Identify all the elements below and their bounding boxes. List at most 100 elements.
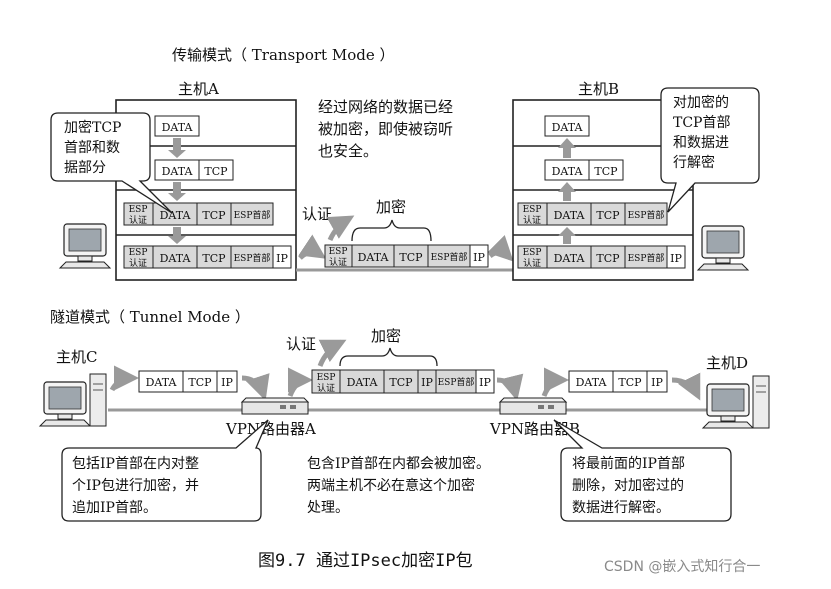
tunnel-auth-arrow <box>317 339 347 367</box>
host-b-row2-tcp <box>588 159 624 181</box>
host-b-row4-esp-header-label: ESP首部 <box>628 252 665 264</box>
host-b-row1-data <box>544 115 590 137</box>
host-a-row3-esp-auth-line1: ESP <box>129 205 148 215</box>
host-a-row4-esp-auth-line1: ESP <box>129 248 148 258</box>
transport-note-left: 加密TCP 首部和数 据部分 <box>50 112 173 214</box>
tunnel-note-left-line2: 个IP包进行加密，并 <box>72 477 199 494</box>
transport-encrypt-label: 加密 <box>376 198 406 216</box>
tunnel-outer-ip <box>475 369 495 394</box>
tunnel-c-ip-label: IP <box>221 376 233 389</box>
transit-esp-header-label: ESP首部 <box>431 251 468 263</box>
host-a-row4-data-label: DATA <box>160 252 192 265</box>
tunnel-c-data-label: DATA <box>146 376 178 389</box>
transport-mode-title: 传输模式（ Transport Mode ） <box>172 46 394 64</box>
host-b-row3-esp-auth-line1: ESP <box>523 205 542 215</box>
host-b-row3-esp-header <box>624 202 668 226</box>
transport-note-right-line2: TCP首部 <box>673 115 730 131</box>
tunnel-c-to-router-arrow <box>241 373 270 401</box>
tunnel-note-right-line2: 删除，对加密过的 <box>572 477 684 494</box>
transport-note-right: 对加密的 TCP首部 和数据进 行解密 <box>660 87 760 213</box>
tunnel-d-tcp-label: TCP <box>618 376 642 389</box>
tunnel-note-center-line3: 处理。 <box>307 500 349 516</box>
transport-note-left-line1: 加密TCP <box>64 119 121 136</box>
transit-ip-label: IP <box>473 251 485 264</box>
host-a-row2-tcp <box>198 159 234 181</box>
tunnel-note-right-line3: 数据进行解密。 <box>572 499 670 516</box>
transport-note-right-line3: 和数据进 <box>673 135 729 151</box>
tunnel-auth-label: 认证 <box>286 335 316 353</box>
host-a-row2-data-label: DATA <box>162 165 194 178</box>
host-b-up-arrows <box>558 138 576 244</box>
host-b-computer-icon <box>696 225 750 271</box>
transport-note-center-line1: 经过网络的数据已经 <box>318 98 453 116</box>
transit-esp-auth-line2: 认证 <box>329 256 347 268</box>
tunnel-note-right: 将最前面的IP首部 删除，对加密过的 数据进行解密。 <box>553 419 732 522</box>
host-d-computer-icon <box>701 375 770 429</box>
host-b-row3-tcp-label: TCP <box>596 209 620 222</box>
host-a-row1-data <box>154 115 200 137</box>
transport-encrypt-brace <box>351 219 432 242</box>
tunnel-note-left: 包括IP首部在内对整 个IP包进行加密，并 追加IP首部。 <box>61 419 269 522</box>
host-b-stack <box>512 99 694 281</box>
host-c-computer-icon <box>38 373 107 427</box>
transit-ip <box>469 244 489 268</box>
host-b-row3-esp-header-label: ESP首部 <box>628 209 665 221</box>
tunnel-c-send-arrow <box>109 365 139 392</box>
tunnel-encrypt-brace <box>339 347 438 367</box>
host-a-row4-tcp-label: TCP <box>202 252 226 265</box>
tunnel-note-center-line1: 包含IP首部在内都会被加密。 <box>307 455 490 472</box>
transport-note-center-line2: 被加密，即使被窃听 <box>318 120 453 138</box>
tunnel-inner-ip-label: IP <box>421 376 433 389</box>
transport-note-left-line2: 首部和数 <box>64 140 120 156</box>
host-b-row1-data-label: DATA <box>552 121 584 134</box>
transport-auth-label: 认证 <box>302 205 332 223</box>
tunnel-c-tcp-label: TCP <box>188 376 212 389</box>
host-b-row3-esp-auth-line2: 认证 <box>523 214 541 226</box>
down-arrow <box>168 182 186 201</box>
transport-note-right-line1: 对加密的 <box>673 94 729 111</box>
tunnel-router-b-send-arrow <box>541 367 569 397</box>
host-b-row2-data-label: DATA <box>552 165 584 178</box>
tunnel-note-left-line1: 包括IP首部在内对整 <box>72 456 199 472</box>
host-a-row4-ip-label: IP <box>276 252 288 265</box>
host-d-label: 主机D <box>706 354 748 372</box>
up-arrow <box>558 182 576 201</box>
watermark: CSDN @嵌入式知行合一 <box>604 558 760 575</box>
transit-esp-auth-line1: ESP <box>329 247 348 257</box>
host-a-computer-icon <box>58 223 112 269</box>
tunnel-note-center-line2: 两端主机不必在意这个加密 <box>307 477 475 494</box>
host-a-row2-tcp-label: TCP <box>204 165 228 178</box>
tunnel-c-ip <box>216 370 238 393</box>
host-b-label: 主机B <box>578 80 619 98</box>
up-arrow <box>558 227 576 244</box>
tunnel-to-router-b-arrow <box>496 373 524 401</box>
transit-data-label: DATA <box>358 251 390 264</box>
host-a-row3-data-label: DATA <box>160 209 192 222</box>
transport-auth-arrow <box>326 215 355 242</box>
host-a-row3-esp-header-label: ESP首部 <box>234 209 271 221</box>
host-a-row3-esp-header <box>230 202 274 226</box>
host-b-row4-esp-auth-line2: 认证 <box>523 257 541 269</box>
tunnel-encrypt-label: 加密 <box>371 327 401 345</box>
tunnel-esp-auth-line1: ESP <box>317 373 336 383</box>
host-a-row1-data-label: DATA <box>162 121 194 134</box>
tunnel-to-host-d-arrow <box>671 372 701 401</box>
transport-note-left-line3: 据部分 <box>64 160 106 176</box>
tunnel-mode-title: 隧道模式（ Tunnel Mode ） <box>50 308 250 326</box>
tunnel-d-ip <box>646 370 668 393</box>
down-arrow <box>168 227 186 244</box>
host-b-row4-esp-auth-line1: ESP <box>523 248 542 258</box>
host-b-row4-tcp-label: TCP <box>596 252 620 265</box>
transport-note-right-line4: 行解密 <box>673 154 715 171</box>
host-b-row4-ip-label: IP <box>670 252 682 265</box>
down-arrow <box>168 138 186 158</box>
tunnel-note-right-line1: 将最前面的IP首部 <box>572 455 685 472</box>
vpn-router-b-label: VPN路由器B <box>489 420 580 438</box>
transit-tcp-label: TCP <box>399 251 423 264</box>
host-c-label: 主机C <box>56 348 97 366</box>
host-a-row3-esp-auth-line2: 认证 <box>129 214 147 226</box>
host-b-row4-ip <box>666 245 686 269</box>
transport-send-arrow <box>298 234 327 260</box>
tunnel-note-left-line3: 追加IP首部。 <box>72 500 157 516</box>
